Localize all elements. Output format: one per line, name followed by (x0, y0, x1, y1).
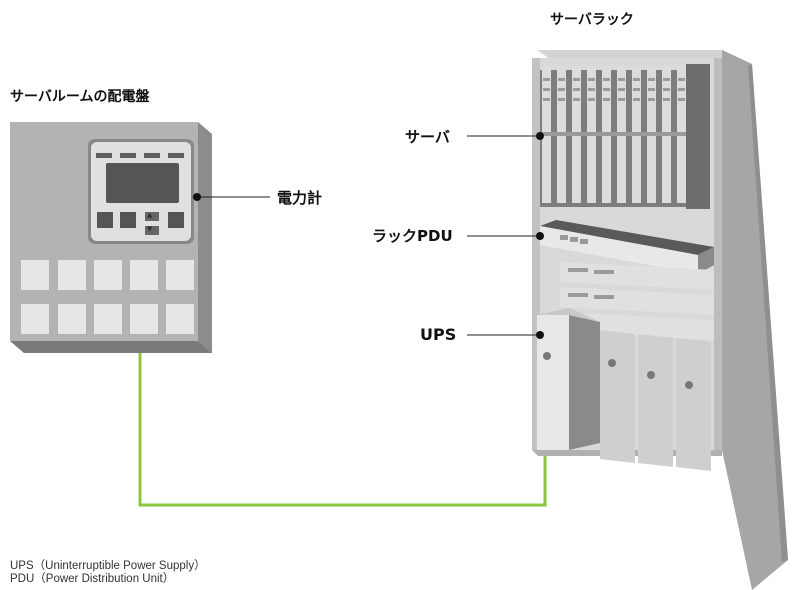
server-label: サーバ (405, 128, 450, 146)
breaker-grid (21, 260, 194, 334)
ups-label: UPS (420, 325, 457, 344)
ups-unit (537, 308, 600, 450)
blade-servers (540, 64, 710, 209)
power-meter (88, 139, 194, 244)
meter-screen (106, 163, 179, 203)
callout-lines (197, 135, 540, 336)
rack-door (722, 50, 788, 590)
distribution-panel (10, 122, 212, 353)
footnote-pdu: PDU（Power Distribution Unit） (10, 573, 175, 585)
power-cable (138, 350, 547, 507)
panel-title: サーバルームの配電盤 (10, 89, 150, 105)
panel-side (198, 122, 212, 353)
footnote-ups: UPS（Uninterruptible Power Supply） (10, 560, 206, 572)
pdu-label: ラックPDU (372, 227, 453, 245)
rack-pdu (540, 220, 714, 274)
panel-bottom (10, 341, 212, 353)
meter-down-arrow-icon: ▼ (147, 225, 153, 233)
rack-title: サーバラック (550, 12, 634, 28)
meter-label: 電力計 (277, 189, 323, 207)
server-rack (532, 50, 788, 590)
callout-dots (193, 132, 544, 339)
meter-up-arrow-icon: ▲ (147, 211, 153, 219)
